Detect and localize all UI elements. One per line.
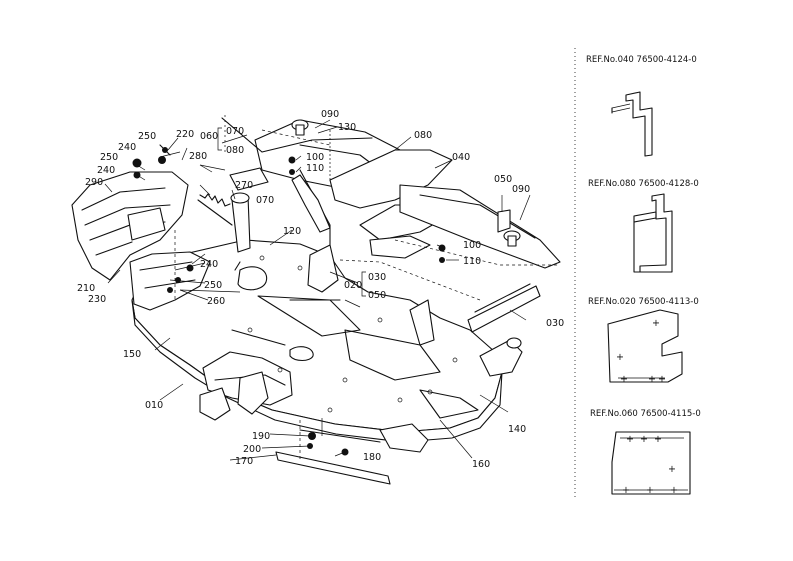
callout-210: 210 bbox=[77, 283, 95, 294]
callout-100-right: 100 bbox=[463, 240, 481, 251]
callout-100-upper: 100 bbox=[306, 152, 324, 163]
svg-text:+: + bbox=[626, 434, 634, 445]
callout-250-left: 250 bbox=[100, 152, 118, 163]
ref-080-part-drawing bbox=[633, 193, 673, 273]
callout-040: 040 bbox=[452, 152, 470, 163]
ref-020-label: REF.No.020 76500-4113-0 bbox=[588, 297, 699, 307]
ref-060-part-drawing: + + + + + + + bbox=[611, 431, 691, 496]
svg-text:+: + bbox=[622, 485, 630, 496]
ref-040-part-drawing bbox=[611, 91, 653, 157]
callout-labels: 010 020 030 030 040 050 050 060 070 070 … bbox=[77, 109, 564, 470]
spring-arm bbox=[197, 167, 269, 253]
callout-150: 150 bbox=[123, 349, 141, 360]
ref-060-label: REF.No.060 76500-4115-0 bbox=[590, 409, 701, 419]
mower-deck-housing bbox=[129, 239, 523, 453]
callout-050-lower: 050 bbox=[368, 290, 386, 301]
callout-220: 220 bbox=[176, 129, 194, 140]
svg-text:+: + bbox=[646, 485, 654, 496]
brackets bbox=[307, 209, 541, 346]
ref-040-label: REF.No.040 76500-4124-0 bbox=[586, 55, 697, 65]
callout-030-right: 030 bbox=[546, 318, 564, 329]
callout-090-right: 090 bbox=[512, 184, 530, 195]
callout-290: 290 bbox=[85, 177, 103, 188]
ref-080-label: REF.No.080 76500-4128-0 bbox=[588, 179, 699, 189]
callout-240-left: 240 bbox=[97, 165, 115, 176]
part-group-brackets bbox=[217, 127, 366, 297]
callout-230: 230 bbox=[88, 294, 106, 305]
ref-020-part-drawing: + + + + + bbox=[607, 309, 683, 385]
callout-110-upper: 110 bbox=[306, 163, 324, 174]
callout-020: 020 bbox=[344, 280, 362, 291]
callout-250-mid: 250 bbox=[204, 280, 222, 291]
svg-text:+: + bbox=[620, 374, 628, 385]
guide-lines bbox=[174, 115, 560, 460]
callout-070-upper: 070 bbox=[226, 126, 244, 137]
callout-060: 060 bbox=[200, 131, 218, 142]
callout-030-upper: 030 bbox=[368, 272, 386, 283]
reference-panel: REF.No.040 76500-4124-0 REF.No.080 76500… bbox=[586, 55, 701, 496]
bottom-bar bbox=[275, 418, 391, 485]
callout-160: 160 bbox=[472, 459, 490, 470]
svg-text:+: + bbox=[658, 374, 666, 385]
callout-270: 270 bbox=[235, 180, 253, 191]
callout-080-left: 080 bbox=[226, 145, 244, 156]
callout-180: 180 bbox=[363, 452, 381, 463]
leader-lines bbox=[104, 119, 531, 461]
callout-240-top: 240 bbox=[118, 142, 136, 153]
svg-text:+: + bbox=[648, 374, 656, 385]
svg-text:+: + bbox=[668, 464, 676, 475]
callout-050-right: 050 bbox=[494, 174, 512, 185]
callout-260: 260 bbox=[207, 296, 225, 307]
svg-text:+: + bbox=[670, 485, 678, 496]
callout-170: 170 bbox=[235, 456, 253, 467]
callout-190: 190 bbox=[252, 431, 270, 442]
callout-280: 280 bbox=[189, 151, 207, 162]
callout-130: 130 bbox=[338, 122, 356, 133]
callout-110-right: 110 bbox=[463, 256, 481, 267]
callout-010: 010 bbox=[145, 400, 163, 411]
callout-140: 140 bbox=[508, 424, 526, 435]
svg-text:+: + bbox=[640, 434, 648, 445]
svg-text:+: + bbox=[654, 434, 662, 445]
callout-120: 120 bbox=[283, 226, 301, 237]
callout-250-top: 250 bbox=[138, 131, 156, 142]
svg-text:+: + bbox=[652, 318, 660, 329]
callout-070-lower: 070 bbox=[256, 195, 274, 206]
callout-200: 200 bbox=[243, 444, 261, 455]
callout-090-top: 090 bbox=[321, 109, 339, 120]
rear-guard bbox=[71, 171, 189, 281]
callout-240-mid: 240 bbox=[200, 259, 218, 270]
callout-080-right: 080 bbox=[414, 130, 432, 141]
svg-text:+: + bbox=[616, 352, 624, 363]
